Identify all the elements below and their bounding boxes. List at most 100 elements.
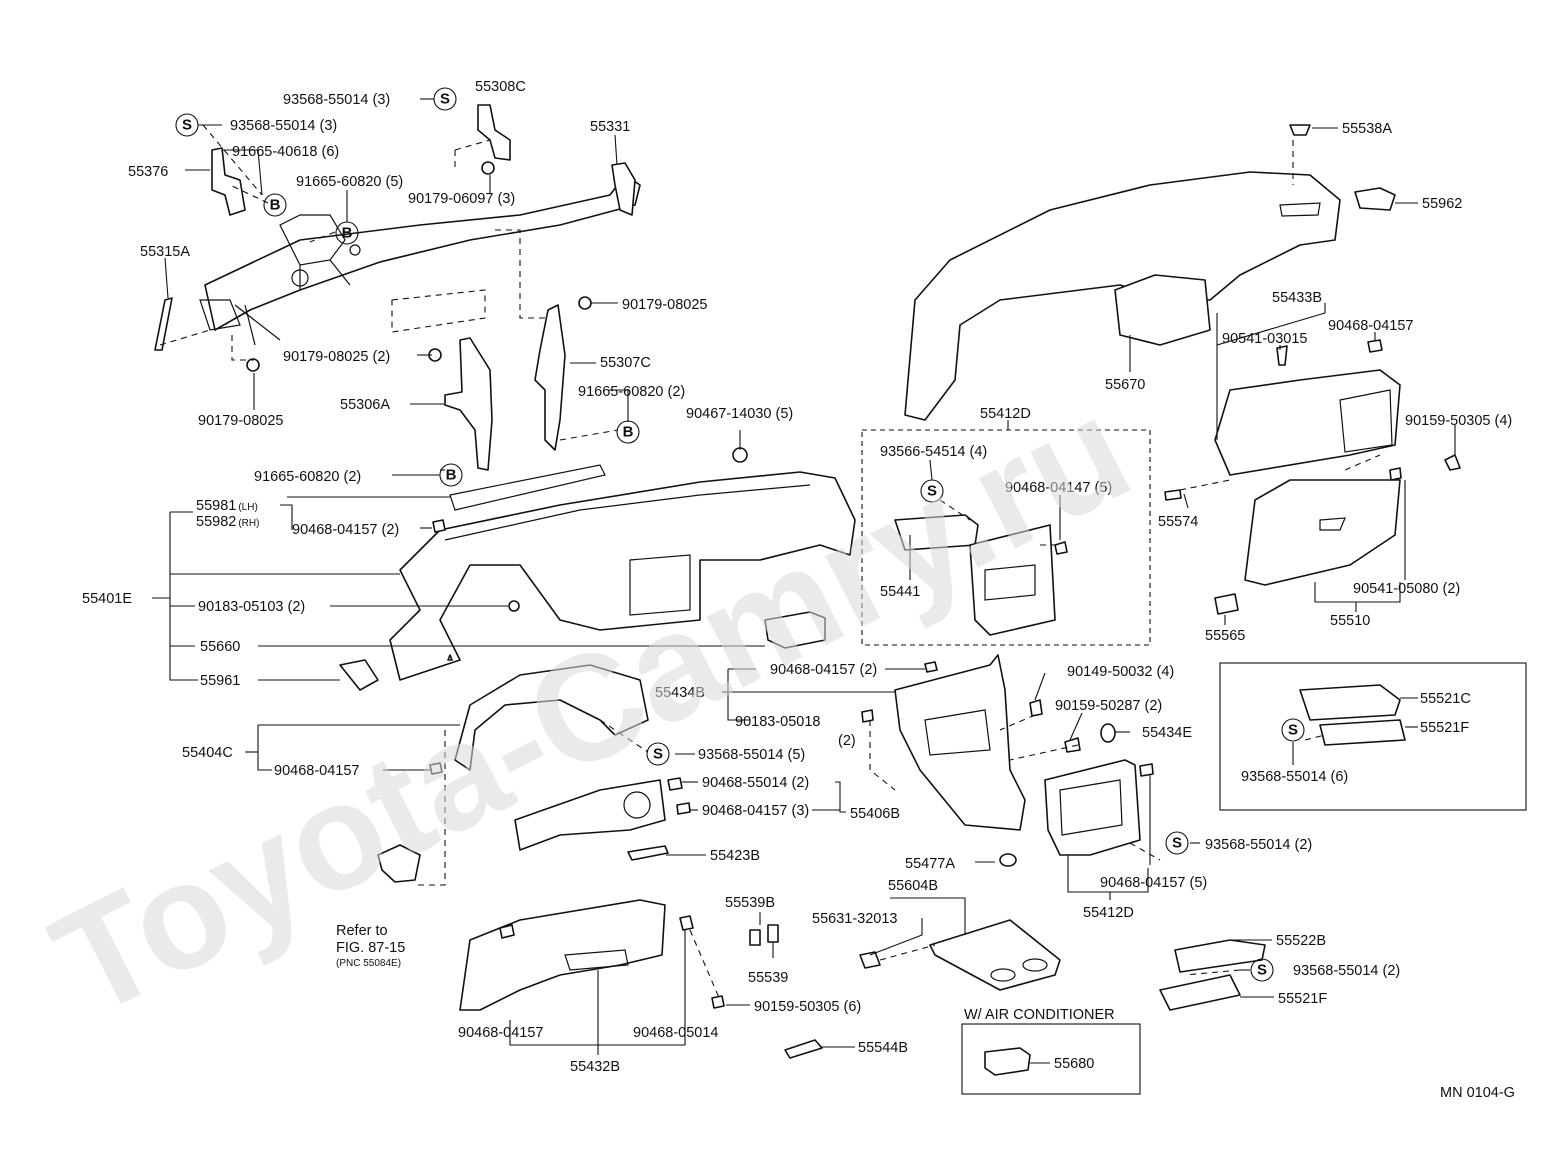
label-90183-05018: 90183-05018 xyxy=(735,714,820,730)
cluster-finish-panel xyxy=(454,664,649,771)
s-symbol: S xyxy=(1172,835,1182,852)
label-90541-05080: 90541-05080 (2) xyxy=(1353,581,1460,597)
part-55544b xyxy=(784,1039,823,1059)
part-55565 xyxy=(1214,593,1239,615)
bracket-55331 xyxy=(611,162,636,216)
label-90468-05014: 90468-05014 xyxy=(633,1025,718,1041)
air-conditioner-box xyxy=(961,1023,1141,1095)
clip-55538a xyxy=(1289,124,1311,136)
label-55434e: 55434E xyxy=(1142,725,1192,741)
label-55477a: 55477A xyxy=(905,856,955,872)
figure-code: MN 0104-G xyxy=(1440,1085,1515,1101)
label-55961: 55961 xyxy=(200,673,240,689)
label-55604b: 55604B xyxy=(888,878,938,894)
label-90468-04157-2: 90468-04157 (2) xyxy=(770,662,877,678)
b-symbol: B xyxy=(270,197,281,214)
group-box-55521 xyxy=(1219,662,1527,811)
glove-box-55510 xyxy=(1244,479,1401,586)
label-90183-05018-qty: (2) xyxy=(838,733,856,749)
instrument-panel-pad xyxy=(904,171,1341,421)
register-55962 xyxy=(1354,187,1396,211)
label-55308c: 55308C xyxy=(475,79,526,95)
register-55670 xyxy=(1114,274,1211,346)
label-90179-06097: 90179-06097 (3) xyxy=(408,191,515,207)
label-55406b: 55406B xyxy=(850,806,900,822)
label-55521f: 55521F xyxy=(1278,991,1327,1007)
label-93568-55014-6: 93568-55014 (6) xyxy=(1241,769,1348,785)
label-55423b: 55423B xyxy=(710,848,760,864)
label-55432b: 55432B xyxy=(570,1059,620,1075)
label-refer-to: Refer to xyxy=(336,923,388,939)
register-55660 xyxy=(764,611,826,649)
bracket-55308c xyxy=(477,104,511,161)
label-55521f: 55521F xyxy=(1420,720,1469,736)
label-fig-87-15: FIG. 87-15 xyxy=(336,940,405,956)
s-symbol: S xyxy=(440,91,450,108)
label-93568-55014-5: 93568-55014 (5) xyxy=(698,747,805,763)
part-55423b xyxy=(627,845,669,861)
label-55307c: 55307C xyxy=(600,355,651,371)
label-90468-04157: 90468-04157 xyxy=(458,1025,543,1041)
label-90541-03015: 90541-03015 xyxy=(1222,331,1307,347)
s-symbol: S xyxy=(1288,722,1298,739)
center-panel-55412d xyxy=(1044,759,1141,856)
label-55631-32013: 55631-32013 xyxy=(812,911,897,927)
label-55574: 55574 xyxy=(1158,514,1198,530)
group-box-55412d xyxy=(861,429,1151,646)
label-93568-55014-3: 93568-55014 (3) xyxy=(230,118,337,134)
label-55539: 55539 xyxy=(748,970,788,986)
label-90149-50032: 90149-50032 (4) xyxy=(1067,664,1174,680)
label-90468-04157: 90468-04157 xyxy=(1328,318,1413,334)
label-55539b: 55539B xyxy=(725,895,775,911)
part-labels: 55308C 93568-55014 (3) 93568-55014 (3) 9… xyxy=(82,79,1515,1101)
part-illustrations xyxy=(154,104,1461,1076)
instrument-panel xyxy=(389,471,856,681)
label-55660: 55660 xyxy=(200,639,240,655)
label-90468-04157-5: 90468-04157 (5) xyxy=(1100,875,1207,891)
s-symbol: S xyxy=(653,746,663,763)
label-55331: 55331 xyxy=(590,119,630,135)
label-55401e: 55401E xyxy=(82,591,132,607)
label-90159-50305-6: 90159-50305 (6) xyxy=(754,999,861,1015)
b-symbol: B xyxy=(446,467,457,484)
label-55522b: 55522B xyxy=(1276,933,1326,949)
symbol-markers: S S B B B B S S S S S xyxy=(175,87,1305,982)
lower-cover-55432b xyxy=(459,899,666,1011)
part-55680 xyxy=(984,1047,1031,1076)
label-90179-08025-2: 90179-08025 (2) xyxy=(283,349,390,365)
label-90468-55014: 90468-55014 (2) xyxy=(702,775,809,791)
label-55544b: 55544B xyxy=(858,1040,908,1056)
glove-box-door-frame xyxy=(1214,369,1401,476)
ashtray-55521f xyxy=(1159,974,1241,1011)
console-panel-55434b xyxy=(894,654,1026,831)
label-55433b: 55433B xyxy=(1272,290,1322,306)
label-55434b: 55434B xyxy=(655,685,705,701)
label-91665-60820-2: 91665-60820 (2) xyxy=(254,469,361,485)
label-55670: 55670 xyxy=(1105,377,1145,393)
label-55521c: 55521C xyxy=(1420,691,1471,707)
label-90468-04157-3: 90468-04157 (3) xyxy=(702,803,809,819)
label-93568-55014-2: 93568-55014 (2) xyxy=(1293,963,1400,979)
label-55441: 55441 xyxy=(880,584,920,600)
label-91665-60820-5: 91665-60820 (5) xyxy=(296,174,403,190)
label-55404c: 55404C xyxy=(182,745,233,761)
label-55962: 55962 xyxy=(1422,196,1462,212)
label-93568-55014-2: 93568-55014 (2) xyxy=(1205,837,1312,853)
label-90468-04157: 90468-04157 xyxy=(274,763,359,779)
brace-55307c xyxy=(534,304,566,451)
label-w-air-conditioner: W/ AIR CONDITIONER xyxy=(964,1007,1115,1023)
label-55565: 55565 xyxy=(1205,628,1245,644)
label-91665-60820-2: 91665-60820 (2) xyxy=(578,384,685,400)
label-90467-14030: 90467-14030 (5) xyxy=(686,406,793,422)
label-55982: 55982(RH) xyxy=(196,514,259,530)
leader-lines xyxy=(152,98,1456,1064)
register-55961 xyxy=(339,659,379,691)
label-55510: 55510 xyxy=(1330,613,1370,629)
b-symbol: B xyxy=(342,225,353,242)
s-symbol: S xyxy=(182,117,192,134)
label-90159-50305-4: 90159-50305 (4) xyxy=(1405,413,1512,429)
center-cluster-panel xyxy=(969,524,1056,636)
reinforcement-beam xyxy=(204,174,641,331)
label-93566-54514: 93566-54514 (4) xyxy=(880,444,987,460)
